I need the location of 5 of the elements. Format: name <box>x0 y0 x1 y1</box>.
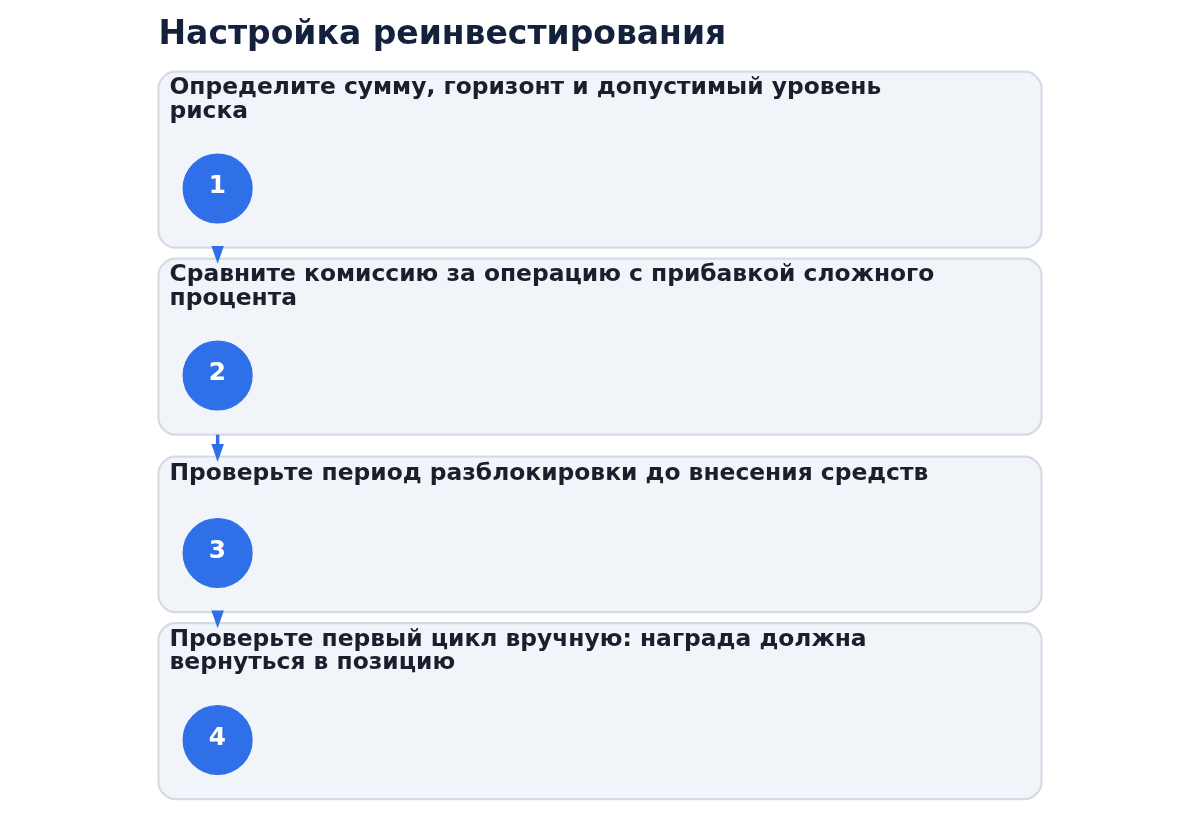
node-circle: 1 <box>182 153 253 224</box>
node-circle: 2 <box>182 340 253 411</box>
node-circle: 3 <box>182 517 253 589</box>
diagram-title: Настройка реинвестирования <box>158 13 727 53</box>
node-circle: 4 <box>182 704 253 776</box>
